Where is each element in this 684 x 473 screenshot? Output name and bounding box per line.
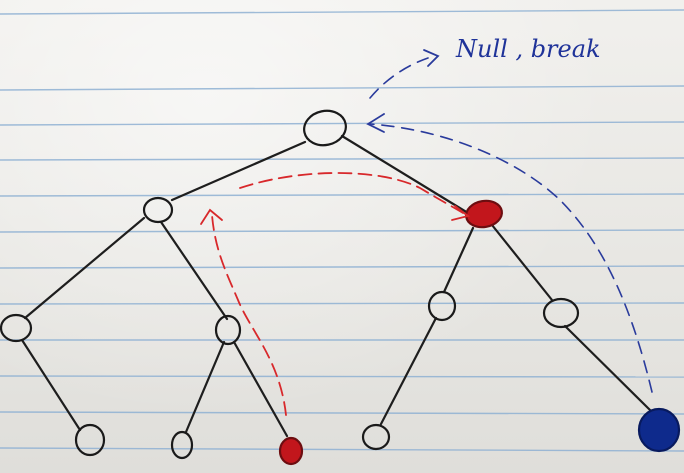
ruled-lines — [0, 9, 684, 452]
edge-rightleft-child — [379, 316, 438, 426]
edge-left-leftright — [159, 220, 229, 321]
tree-node-left-right-right — [278, 436, 304, 466]
tree-node-left-right — [214, 314, 242, 346]
tree-node-right-left — [427, 290, 457, 322]
red-arrowhead-right-icon — [451, 205, 471, 221]
tree-node-left-left — [0, 313, 33, 343]
blue-arrowhead-root-icon — [366, 113, 385, 133]
tree-node-right-left-left — [361, 423, 391, 451]
edge-right-rightleft — [442, 226, 475, 294]
tree-nodes — [0, 109, 681, 466]
null-arrowhead-icon — [423, 49, 440, 67]
tree-node-root — [303, 109, 347, 147]
red-path-arc — [239, 172, 469, 217]
rule-line — [0, 302, 684, 305]
blue-path-arc — [369, 123, 653, 393]
tree-edges — [20, 134, 652, 438]
tree-node-left — [142, 196, 174, 224]
rule-line — [0, 85, 684, 91]
rule-line — [0, 411, 684, 415]
rule-line — [0, 229, 684, 233]
rule-line — [0, 447, 684, 452]
tree-node-right-right-right — [637, 407, 681, 453]
edge-right-rightright — [490, 223, 554, 302]
rule-line — [0, 193, 684, 197]
null-arrow-path — [369, 57, 429, 99]
red-arrowhead-up-icon — [200, 208, 223, 225]
edge-root-right — [340, 134, 470, 215]
tree-node-left-right-left — [170, 430, 194, 460]
rule-line — [0, 157, 684, 161]
rule-line — [0, 121, 684, 126]
blue-path — [366, 49, 653, 393]
red-path — [200, 172, 471, 416]
tree-node-right-right — [542, 297, 580, 329]
edge-root-left — [170, 140, 307, 202]
edge-leftright-leftchild — [184, 340, 226, 434]
rule-line — [0, 375, 684, 378]
red-path-up — [211, 214, 287, 416]
tree-node-left-left-right — [74, 423, 106, 457]
edge-rightright-child — [563, 324, 652, 412]
rule-line — [0, 265, 684, 269]
edge-leftleft-child — [20, 338, 82, 432]
rule-line — [0, 9, 684, 15]
edge-left-leftleft — [23, 216, 146, 320]
edge-leftright-rightchild — [232, 340, 289, 438]
tree-node-right — [465, 199, 503, 229]
null-break-note: Null , break — [455, 35, 601, 63]
